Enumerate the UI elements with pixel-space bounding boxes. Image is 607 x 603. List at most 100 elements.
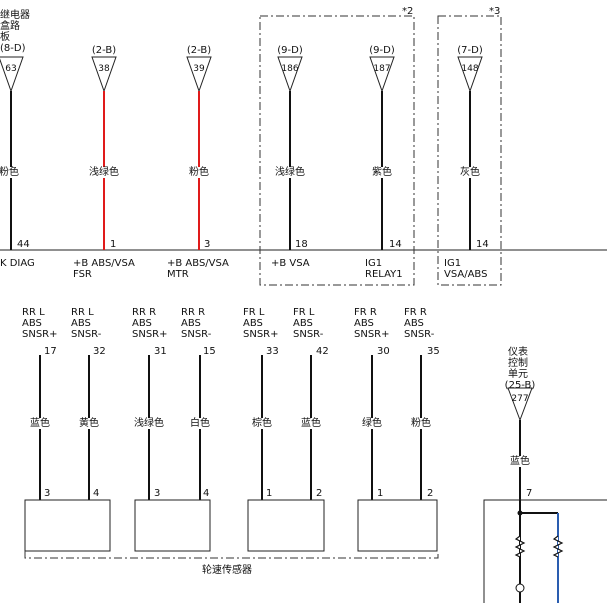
top-func-4: +B VSA bbox=[271, 258, 310, 269]
cluster-label-line-3: 单元 bbox=[508, 369, 528, 380]
connector-triangle bbox=[369, 56, 395, 93]
cluster-label-line-1: 仪表 bbox=[508, 347, 528, 358]
sensor-func-line: RR R bbox=[181, 307, 206, 318]
top-func-2-line-1: +B ABS/VSA bbox=[73, 258, 135, 269]
cluster-triangle bbox=[507, 387, 533, 422]
sensor-func-line: FR L bbox=[243, 307, 265, 318]
sensor-wire-color: 白色 bbox=[190, 418, 210, 429]
top-pin-1: 63 bbox=[5, 64, 17, 74]
sensor-func-line: ABS bbox=[22, 318, 42, 329]
cluster-term: 7 bbox=[526, 488, 533, 499]
top-conn-code-5: (9-D) bbox=[369, 45, 395, 56]
sensor-func-frr-minus: FR R ABS SNSR- bbox=[404, 307, 434, 340]
sensor-wire-color: 绿色 bbox=[362, 418, 382, 429]
sensor-func-line: SNSR- bbox=[181, 329, 212, 340]
top-wire-color-2: 浅绿色 bbox=[89, 167, 119, 178]
sensor-func-line: FR L bbox=[293, 307, 315, 318]
connector-triangle bbox=[277, 56, 303, 93]
sensor-wire-color: 棕色 bbox=[252, 418, 272, 429]
sensor-term-31: 31 bbox=[154, 346, 167, 357]
sensor-func-frl-minus: FR L ABS SNSR- bbox=[293, 307, 323, 340]
sensor-term-15: 15 bbox=[203, 346, 216, 357]
top-wire-color-4: 浅绿色 bbox=[275, 167, 305, 178]
cluster-conn-code: (25-B) bbox=[504, 380, 536, 391]
sensor-pin: 1 bbox=[377, 488, 384, 499]
sensor-wire-color: 黄色 bbox=[79, 418, 99, 429]
top-conn-code-2: (2-B) bbox=[91, 45, 117, 56]
sensor-func-line: RR L bbox=[22, 307, 45, 318]
sensor-func-line: ABS bbox=[132, 318, 152, 329]
sensor-func-rrr-plus: RR R ABS SNSR+ bbox=[132, 307, 168, 340]
top-wire-color-1: 粉色 bbox=[0, 167, 19, 178]
top-pin-5: 187 bbox=[373, 64, 391, 74]
wheel-speed-sensor bbox=[247, 499, 325, 552]
top-conn-code-6: (7-D) bbox=[457, 45, 483, 56]
junction-dot bbox=[517, 510, 523, 516]
cluster-pin: 277 bbox=[511, 394, 529, 404]
connector-triangle bbox=[0, 56, 24, 93]
resistor-symbol bbox=[514, 535, 526, 558]
sensor-func-rrr-minus: RR R ABS SNSR- bbox=[181, 307, 211, 340]
sensor-func-line: SNSR- bbox=[71, 329, 102, 340]
sensor-term-42: 42 bbox=[316, 346, 329, 357]
wheel-speed-sensor bbox=[24, 499, 111, 552]
sensor-func-line: ABS bbox=[293, 318, 313, 329]
top-wire-color-6: 灰色 bbox=[460, 167, 480, 178]
relay-box-label-line-1: 继电器 bbox=[0, 10, 30, 21]
top-term-5: 14 bbox=[389, 239, 402, 250]
sensor-func-line: SNSR+ bbox=[243, 329, 279, 340]
wheel-speed-sensor-label: 轮速传感器 bbox=[202, 565, 252, 576]
wheel-speed-sensor bbox=[357, 499, 438, 552]
sensor-func-line: SNSR- bbox=[404, 329, 435, 340]
sensor-wire-color: 浅绿色 bbox=[134, 418, 164, 429]
top-pin-3: 39 bbox=[193, 64, 205, 74]
connector-triangle bbox=[91, 56, 117, 93]
sensor-term-17: 17 bbox=[44, 346, 57, 357]
sensor-func-line: ABS bbox=[181, 318, 201, 329]
cluster-label: 仪表 控制 单元 bbox=[508, 347, 528, 380]
sensor-func-line: ABS bbox=[71, 318, 91, 329]
top-func-1-line-1: K DIAG bbox=[0, 258, 35, 269]
cluster-label-line-2: 控制 bbox=[508, 358, 528, 369]
connector-triangle bbox=[186, 56, 212, 93]
sensor-func-line: SNSR+ bbox=[22, 329, 58, 340]
cluster-box bbox=[483, 499, 607, 603]
top-wire-color-3: 粉色 bbox=[189, 167, 209, 178]
relay-box-label-line-2: 盒路 bbox=[0, 21, 20, 32]
cluster-wire-color: 蓝色 bbox=[510, 456, 530, 467]
sensor-wire-color: 粉色 bbox=[411, 418, 431, 429]
sensor-pin: 1 bbox=[266, 488, 273, 499]
top-wire-color-5: 紫色 bbox=[372, 167, 392, 178]
sensor-group-bracket bbox=[24, 551, 439, 559]
connector-triangle bbox=[457, 56, 483, 93]
top-func-6-line-1: IG1 bbox=[444, 258, 462, 269]
top-term-6: 14 bbox=[476, 239, 489, 250]
top-term-1: 44 bbox=[17, 239, 30, 250]
sensor-term-32: 32 bbox=[93, 346, 106, 357]
sensor-func-line: SNSR+ bbox=[354, 329, 390, 340]
resistor-symbol bbox=[552, 535, 564, 558]
option-box-3 bbox=[437, 15, 502, 286]
sensor-func-rrl-minus: RR L ABS SNSR- bbox=[71, 307, 101, 340]
top-func-3-line-2: MTR bbox=[167, 269, 189, 280]
relay-box-label-line-4: (8-D) bbox=[0, 43, 26, 54]
sensor-func-line: ABS bbox=[354, 318, 374, 329]
top-func-6: IG1 VSA/ABS bbox=[444, 258, 487, 280]
sensor-pin: 3 bbox=[44, 488, 51, 499]
sensor-pin: 2 bbox=[316, 488, 323, 499]
top-func-3-line-1: +B ABS/VSA bbox=[167, 258, 229, 269]
top-term-2: 1 bbox=[110, 239, 117, 250]
relay-box-label-line-3: 板 bbox=[0, 32, 10, 43]
sensor-func-frl-plus: FR L ABS SNSR+ bbox=[243, 307, 279, 340]
sensor-func-frr-plus: FR R ABS SNSR+ bbox=[354, 307, 390, 340]
sensor-pin: 4 bbox=[203, 488, 210, 499]
note-2: *2 bbox=[402, 6, 414, 17]
top-func-5: IG1 RELAY1 bbox=[365, 258, 403, 280]
top-func-5-line-2: RELAY1 bbox=[365, 269, 403, 280]
sensor-term-30: 30 bbox=[377, 346, 390, 357]
sensor-func-line: FR R bbox=[354, 307, 377, 318]
sensor-pin: 3 bbox=[154, 488, 161, 499]
top-term-4: 18 bbox=[295, 239, 308, 250]
relay-box-label: 继电器 盒路 板 (8-D) bbox=[0, 10, 30, 54]
